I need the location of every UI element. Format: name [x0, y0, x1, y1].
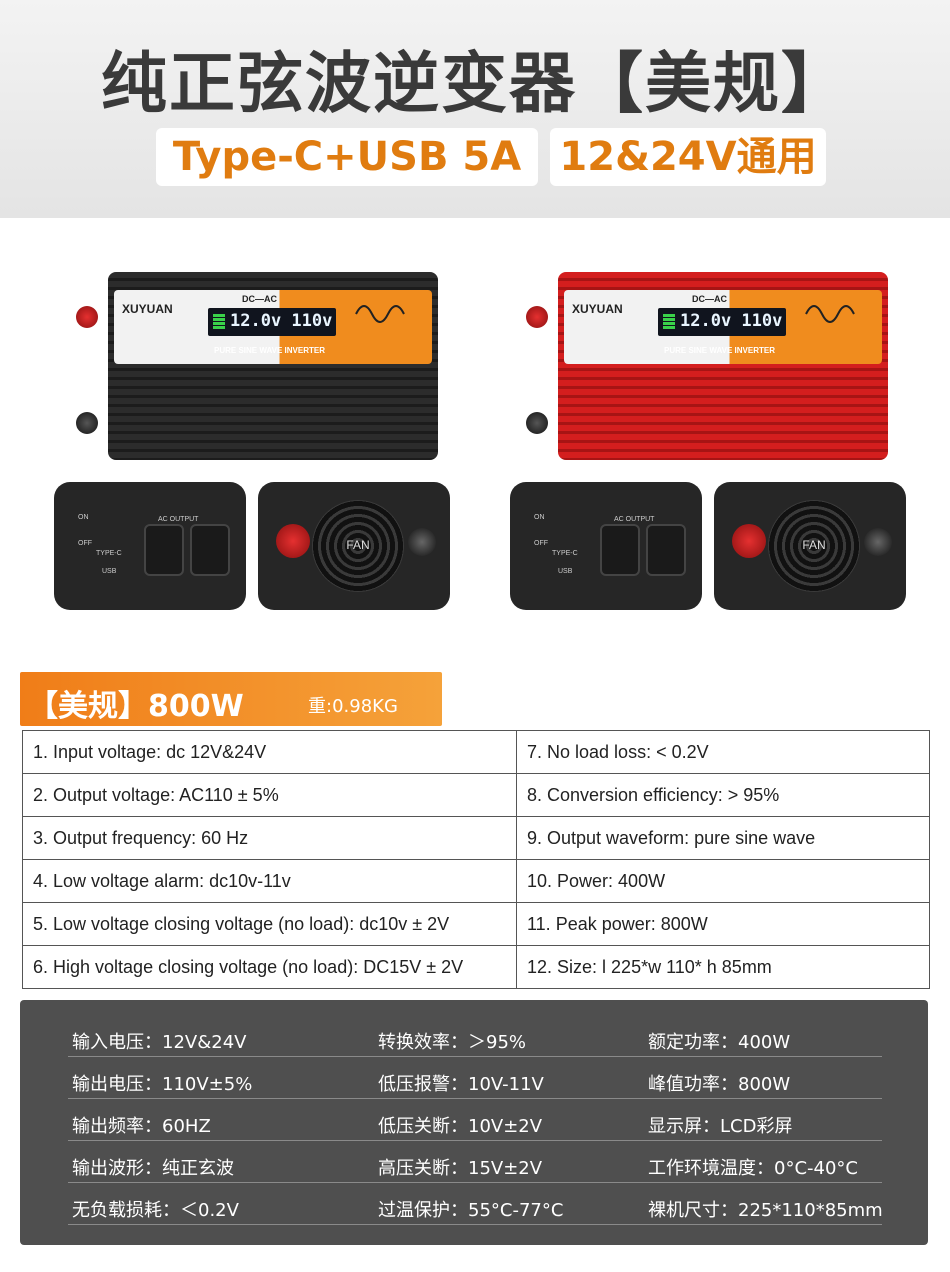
spec-cell: 10. Power: 400W: [516, 859, 930, 903]
positive-terminal-icon: [76, 306, 98, 328]
battery-level-icon: [213, 314, 225, 330]
type-c-label: TYPE-C: [552, 550, 578, 557]
outlet-endcap-red: ON OFF AC OUTPUT TYPE-C USB: [510, 482, 702, 610]
spec-cell: 输出电压：110V±5%: [72, 1074, 253, 1095]
inverter-image-red: XUYUAN DC—AC 12.0v 110v PURE SINE WAVE I…: [558, 272, 888, 460]
lcd-readout: 12.0v 110v: [680, 311, 783, 331]
spec-cell: 峰值功率：800W: [648, 1074, 791, 1095]
type-c-label: TYPE-C: [96, 550, 122, 557]
spec-cell: 低压关断：10V±2V: [378, 1116, 543, 1137]
usb-label: USB: [102, 568, 117, 575]
spec-table-english: 1. Input voltage: dc 12V&24V 7. No load …: [22, 730, 930, 989]
ac-output-label: AC OUTPUT: [614, 516, 655, 523]
spec-cell: 6. High voltage closing voltage (no load…: [22, 945, 517, 989]
spec-cell: 输出频率：60HZ: [72, 1116, 211, 1137]
spec-cell: 7. No load loss: < 0.2V: [516, 730, 930, 774]
spec-cell: 1. Input voltage: dc 12V&24V: [22, 730, 517, 774]
positive-terminal-icon: [526, 306, 548, 328]
panel-title: DC—AC: [242, 294, 277, 304]
positive-terminal-icon: [732, 524, 766, 558]
spec-cell: 输入电压：12V&24V: [72, 1032, 247, 1053]
spec-cell: 显示屏：LCD彩屏: [648, 1116, 793, 1137]
outlet-endcap-black: ON OFF AC OUTPUT TYPE-C USB: [54, 482, 246, 610]
lcd-display: 12.0v 110v: [208, 308, 336, 336]
fan-label: FAN: [346, 538, 370, 552]
table-row: 2. Output voltage: AC110 ± 5% 8. Convers…: [22, 773, 930, 817]
table-row: 1. Input voltage: dc 12V&24V 7. No load …: [22, 730, 930, 774]
spec-cell: 额定功率：400W: [648, 1032, 791, 1053]
negative-terminal-icon: [408, 528, 436, 556]
fan-endcap-red: FAN: [714, 482, 906, 610]
spec-cell: 低压报警：10V-11V: [378, 1074, 544, 1095]
negative-terminal-icon: [76, 412, 98, 434]
table-row: 3. Output frequency: 60 Hz 9. Output wav…: [22, 816, 930, 860]
ac-outlet-icon: [190, 524, 230, 576]
model-banner: 【美规】800W 重:0.98KG: [20, 672, 442, 726]
page-title: 纯正弦波逆变器【美规】: [101, 45, 849, 122]
table-row: 4. Low voltage alarm: dc10v-11v 10. Powe…: [22, 859, 930, 903]
spec-cell: 输出波形：纯正玄波: [72, 1158, 234, 1179]
negative-terminal-icon: [864, 528, 892, 556]
panel-subtitle: PURE SINE WAVE INVERTER: [664, 346, 775, 355]
spec-cell: 工作环境温度：0°C-40°C: [648, 1158, 858, 1179]
on-label: ON: [534, 514, 545, 521]
feature-badge-usb: Type-C+USB 5A: [156, 128, 538, 186]
spec-cell: 5. Low voltage closing voltage (no load)…: [22, 902, 517, 946]
sine-wave-icon: [355, 305, 405, 323]
fan-label: FAN: [802, 538, 826, 552]
lcd-display: 12.0v 110v: [658, 308, 786, 336]
sine-wave-icon: [805, 305, 855, 323]
table-row: 5. Low voltage closing voltage (no load)…: [22, 902, 930, 946]
panel-subtitle: PURE SINE WAVE INVERTER: [214, 346, 325, 355]
battery-level-icon: [663, 314, 675, 330]
on-label: ON: [78, 514, 89, 521]
spec-cell: 高压关断：15V±2V: [378, 1158, 543, 1179]
spec-cell: 过温保护：55°C-77°C: [378, 1200, 564, 1221]
spec-cell: 12. Size: l 225*w 110* h 85mm: [516, 945, 930, 989]
inverter-panel: XUYUAN DC—AC 12.0v 110v PURE SINE WAVE I…: [564, 290, 882, 364]
brand-logo: XUYUAN: [122, 302, 173, 316]
model-weight: 重:0.98KG: [308, 696, 398, 717]
spec-cell: 转换效率：＞95%: [378, 1032, 527, 1053]
spec-cell: 11. Peak power: 800W: [516, 902, 930, 946]
list-item: 输入电压：12V&24V 转换效率：＞95% 额定功率：400W: [68, 1016, 882, 1057]
spec-cell: 无负载损耗：＜0.2V: [72, 1200, 239, 1221]
spec-cell: 8. Conversion efficiency: > 95%: [516, 773, 930, 817]
lcd-readout: 12.0v 110v: [230, 311, 333, 331]
model-title: 【美规】800W: [28, 689, 244, 724]
spec-cell: 9. Output waveform: pure sine wave: [516, 816, 930, 860]
list-item: 输出电压：110V±5% 低压报警：10V-11V 峰值功率：800W: [68, 1058, 882, 1099]
fan-icon: FAN: [768, 500, 860, 592]
inverter-panel: XUYUAN DC—AC 12.0v 110v PURE SINE WAVE I…: [114, 290, 432, 364]
spec-cell: 3. Output frequency: 60 Hz: [22, 816, 517, 860]
usb-label: USB: [558, 568, 573, 575]
brand-logo: XUYUAN: [572, 302, 623, 316]
list-item: 输出波形：纯正玄波 高压关断：15V±2V 工作环境温度：0°C-40°C: [68, 1142, 882, 1183]
table-row: 6. High voltage closing voltage (no load…: [22, 945, 930, 989]
spec-cell: 4. Low voltage alarm: dc10v-11v: [22, 859, 517, 903]
off-label: OFF: [78, 540, 92, 547]
spec-cell: 裸机尺寸：225*110*85mm: [648, 1200, 883, 1221]
inverter-image-black: XUYUAN DC—AC 12.0v 110v PURE SINE WAVE I…: [108, 272, 438, 460]
ac-output-label: AC OUTPUT: [158, 516, 199, 523]
fan-endcap-black: FAN: [258, 482, 450, 610]
list-item: 无负载损耗：＜0.2V 过温保护：55°C-77°C 裸机尺寸：225*110*…: [68, 1184, 883, 1225]
spec-cell: 2. Output voltage: AC110 ± 5%: [22, 773, 517, 817]
off-label: OFF: [534, 540, 548, 547]
list-item: 输出频率：60HZ 低压关断：10V±2V 显示屏：LCD彩屏: [68, 1100, 882, 1141]
panel-title: DC—AC: [692, 294, 727, 304]
ac-outlet-icon: [646, 524, 686, 576]
ac-outlet-icon: [144, 524, 184, 576]
ac-outlet-icon: [600, 524, 640, 576]
positive-terminal-icon: [276, 524, 310, 558]
spec-box-chinese: 输入电压：12V&24V 转换效率：＞95% 额定功率：400W 输出电压：11…: [20, 1000, 928, 1245]
fan-icon: FAN: [312, 500, 404, 592]
negative-terminal-icon: [526, 412, 548, 434]
feature-badge-voltage: 12&24V通用: [550, 128, 826, 186]
header: 纯正弦波逆变器【美规】 Type-C+USB 5A 12&24V通用: [0, 0, 950, 218]
